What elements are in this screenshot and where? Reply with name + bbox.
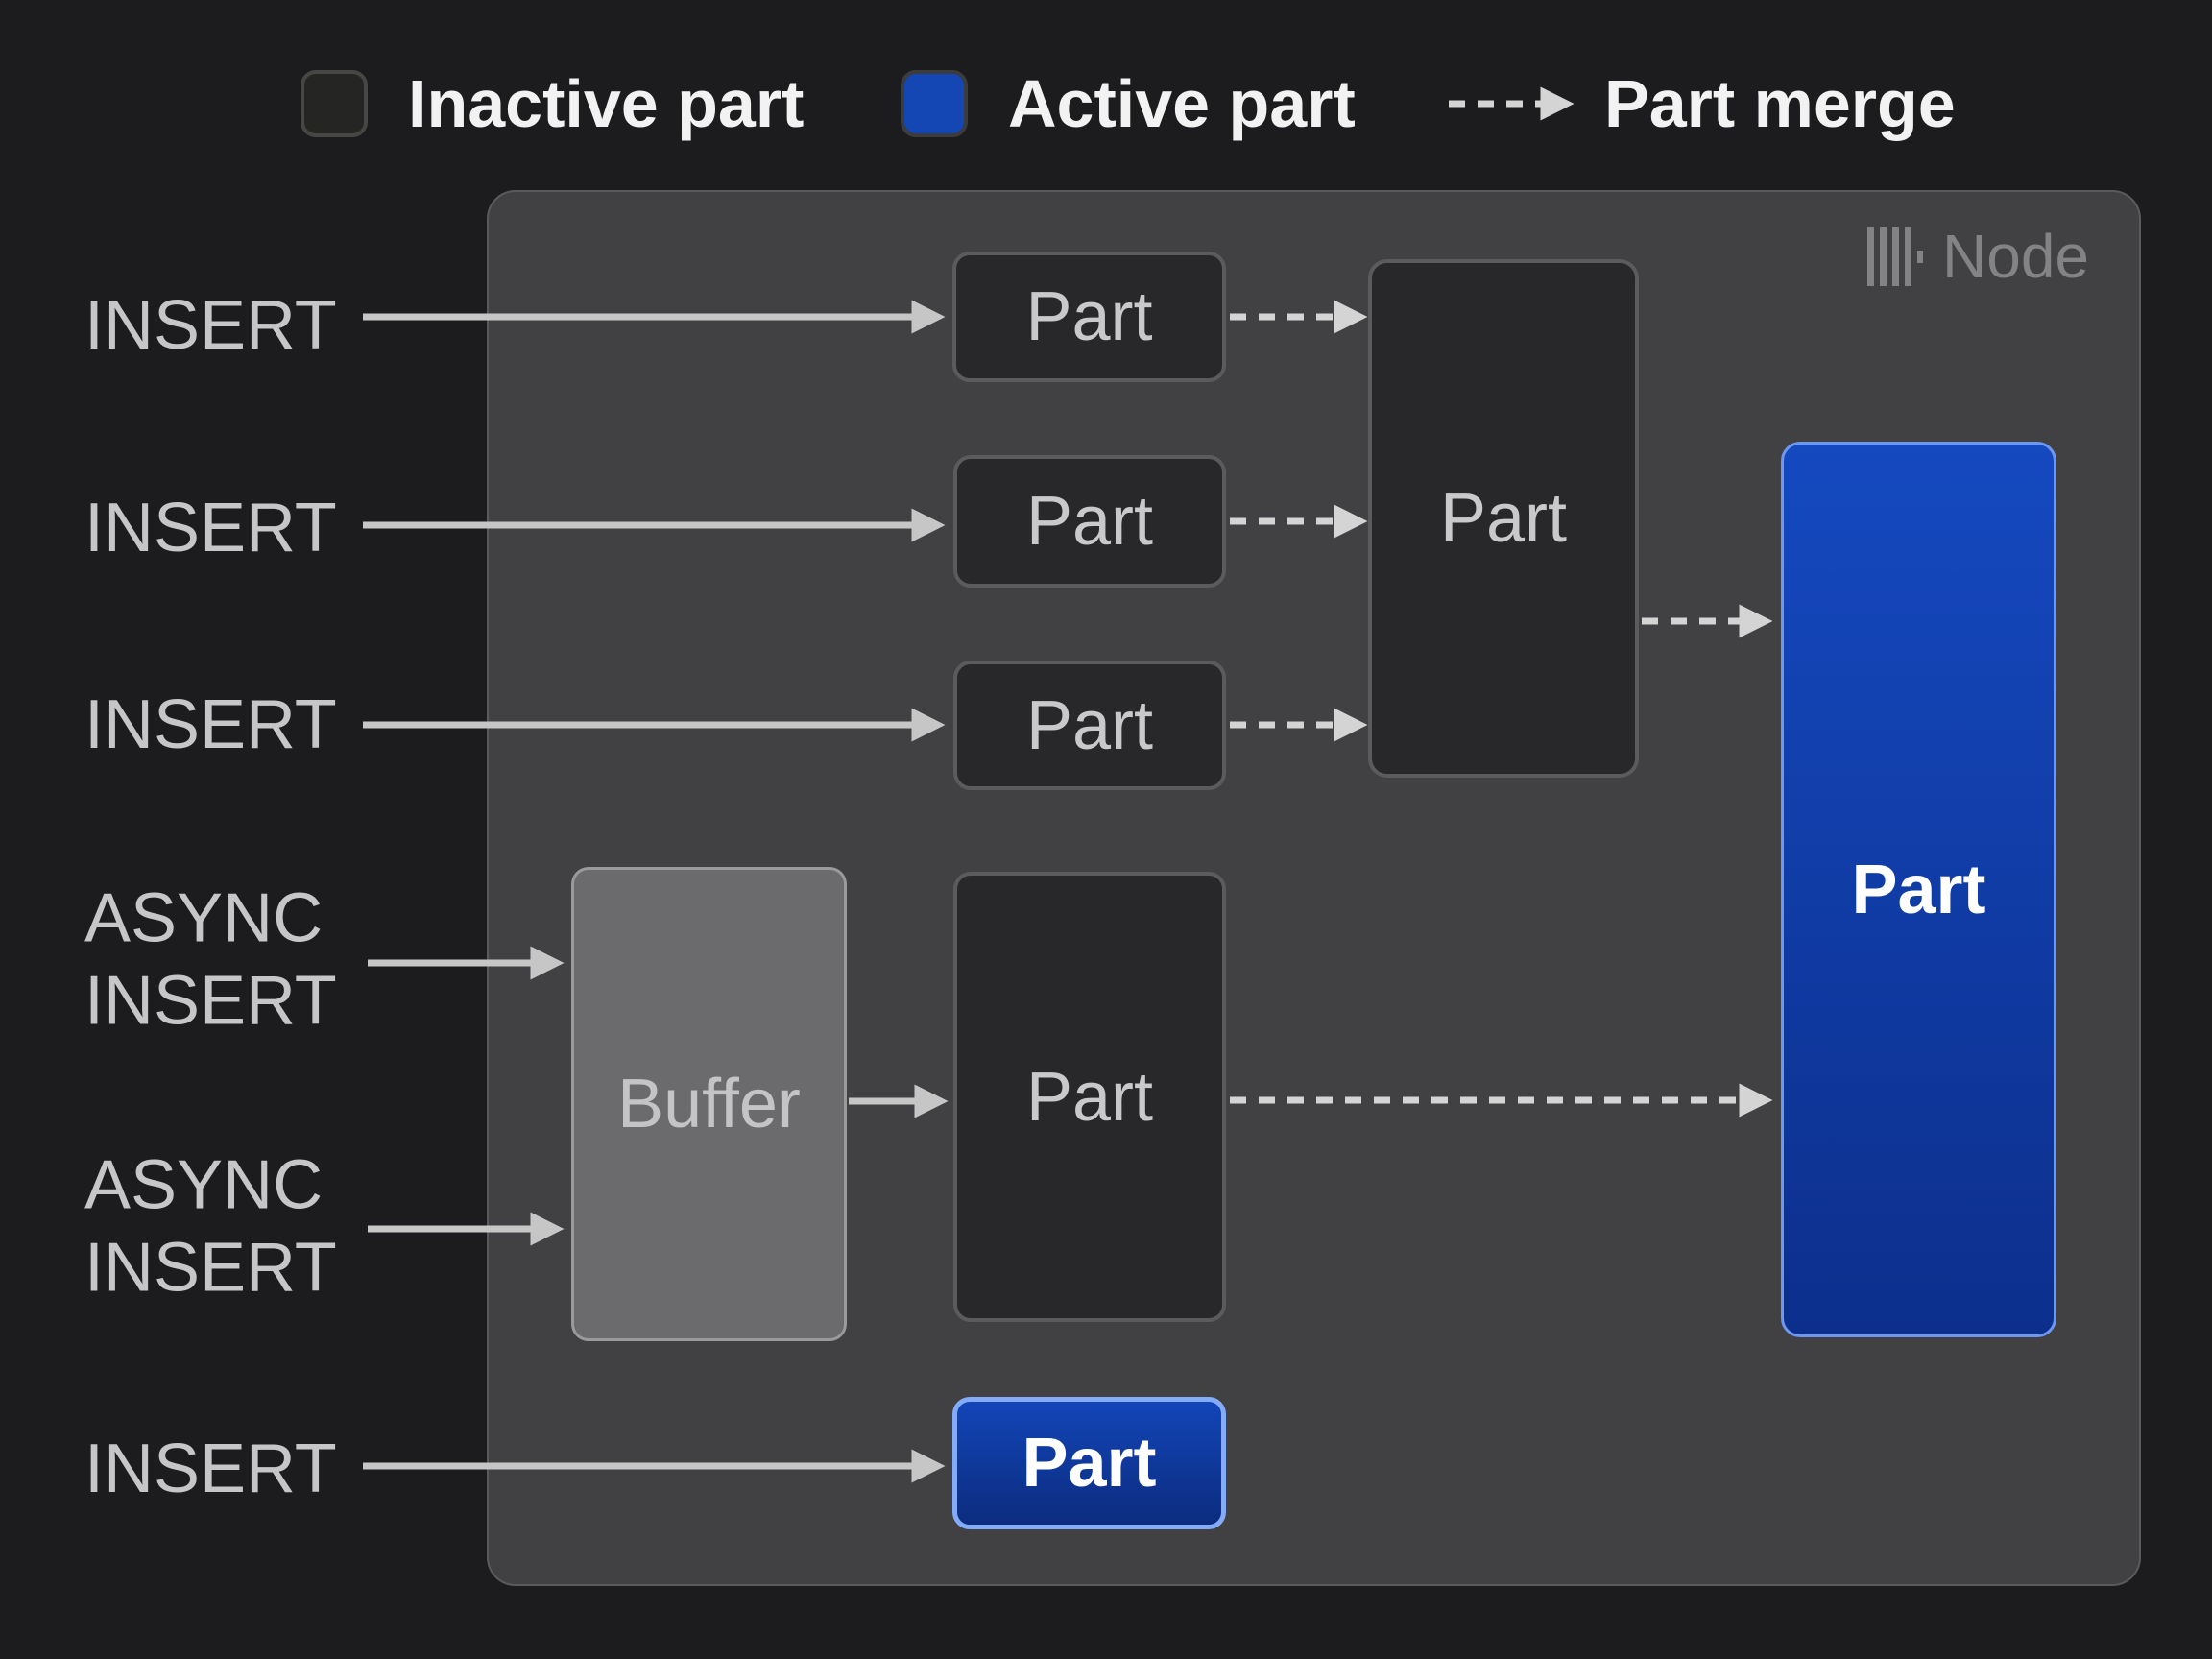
clickhouse-logo-icon [1867,227,1923,286]
dashed-arrow-icon [1449,86,1575,121]
legend-item-inactive: Inactive part [301,66,804,141]
buffer-box: Buffer [571,867,847,1341]
active-part-box-large-label: Part [1851,851,1986,928]
node-header: Node [1867,221,2089,292]
legend-label-part-merge: Part merge [1604,66,1956,141]
part-box-3-label: Part [1025,686,1154,764]
part-box-2: Part [953,455,1226,588]
merge-part-box-label: Part [1439,480,1568,557]
legend-item-active: Active part [901,66,1356,141]
part-box-1-label: Part [1025,278,1153,355]
merge-part-box: Part [1368,259,1639,778]
active-part-box-large: Part [1781,442,2056,1337]
insert-label-4: INSERT [84,1430,337,1507]
part-box-2-label: Part [1025,483,1154,560]
part-box-from-buffer-label: Part [1025,1058,1154,1136]
insert-label-2: INSERT [84,489,337,566]
async-insert-label-2: ASYNC INSERT [84,1146,337,1307]
active-part-box-small: Part [952,1397,1226,1529]
part-box-from-buffer: Part [953,872,1226,1322]
inactive-part-swatch [301,70,368,137]
buffer-box-label: Buffer [617,1066,801,1142]
legend-item-part-merge: Part merge [1445,66,1956,141]
active-part-swatch [901,70,968,137]
active-part-box-small-label: Part [1022,1425,1157,1502]
insert-label-3: INSERT [84,685,337,763]
part-box-1: Part [952,252,1226,382]
async-insert-label-1: ASYNC INSERT [84,879,337,1040]
insert-label-1: INSERT [84,286,337,364]
legend-label-active: Active part [1008,66,1356,141]
legend-label-inactive: Inactive part [408,66,805,141]
node-title: Node [1942,222,2089,291]
part-box-3: Part [953,661,1226,790]
